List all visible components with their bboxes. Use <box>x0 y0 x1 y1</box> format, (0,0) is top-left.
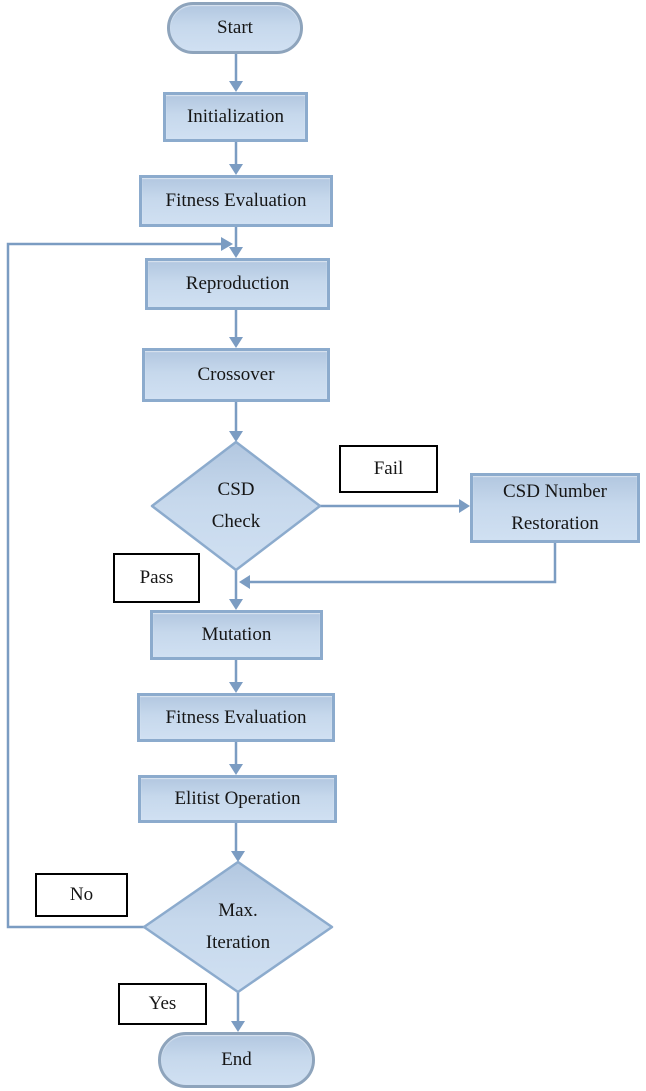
node-elitist-operation: Elitist Operation <box>138 775 337 823</box>
arrowhead-into-mutation <box>229 599 243 610</box>
node-reproduction: Reproduction <box>145 258 330 310</box>
node-max-iteration-label: Max. Iteration <box>144 862 332 992</box>
edge-label-yes: Yes <box>118 983 207 1025</box>
edge-label-yes-text: Yes <box>148 993 177 1014</box>
node-fitness-evaluation-1: Fitness Evaluation <box>139 175 333 227</box>
node-end: End <box>158 1032 315 1088</box>
arrowhead-into-max-iteration <box>231 851 245 862</box>
node-mutation: Mutation <box>150 610 323 660</box>
arrowhead-into-initialization <box>229 81 243 92</box>
node-fitness-evaluation-2: Fitness Evaluation <box>137 693 335 742</box>
arrowhead-into-reproduction <box>229 247 243 258</box>
arrowhead-restoration-junction <box>239 575 250 589</box>
node-initialization-label: Initialization <box>186 106 285 128</box>
node-fitness-evaluation-1-label: Fitness Evaluation <box>165 190 307 212</box>
node-crossover: Crossover <box>142 348 330 402</box>
csd-number-restoration-line1: CSD Number <box>503 481 607 502</box>
node-csd-number-restoration: CSD Number Restoration <box>470 473 640 543</box>
node-csd-check-label: CSD Check <box>152 442 320 570</box>
node-fitness-evaluation-2-label: Fitness Evaluation <box>165 706 307 728</box>
node-crossover-label: Crossover <box>197 364 275 386</box>
arrowhead-loopback-junction <box>221 237 233 251</box>
node-start: Start <box>167 2 303 54</box>
arrowhead-into-fitness2 <box>229 682 243 693</box>
edge-label-no: No <box>35 873 128 917</box>
arrowhead-into-elitist <box>229 764 243 775</box>
edge-label-pass: Pass <box>113 553 200 603</box>
node-initialization: Initialization <box>163 92 308 142</box>
node-reproduction-label: Reproduction <box>185 273 290 295</box>
edge-label-pass-text: Pass <box>139 567 174 588</box>
edge-restoration-return <box>250 543 557 584</box>
edge-no-loopback <box>6 242 221 929</box>
node-mutation-label: Mutation <box>201 624 272 646</box>
node-end-label: End <box>221 1049 252 1071</box>
max-iteration-line2: Iteration <box>205 932 271 953</box>
edge-label-no-text: No <box>69 884 94 905</box>
arrowhead-into-fitness1 <box>229 164 243 175</box>
edge-label-fail-text: Fail <box>373 458 404 479</box>
max-iteration-line1: Max. <box>218 900 258 921</box>
arrowhead-into-crossover <box>229 337 243 348</box>
node-elitist-operation-label: Elitist Operation <box>174 788 301 810</box>
node-csd-check-shape <box>150 440 322 572</box>
arrowhead-into-end <box>231 1021 245 1032</box>
edge-label-fail: Fail <box>339 445 438 493</box>
node-max-iteration-shape <box>142 860 334 994</box>
arrowhead-into-csd-check <box>229 431 243 442</box>
node-start-label: Start <box>217 17 253 39</box>
csd-check-line1: CSD <box>217 479 255 500</box>
csd-check-line2: Check <box>211 511 261 532</box>
arrowhead-into-restoration <box>459 499 470 513</box>
csd-number-restoration-line2: Restoration <box>511 513 599 534</box>
